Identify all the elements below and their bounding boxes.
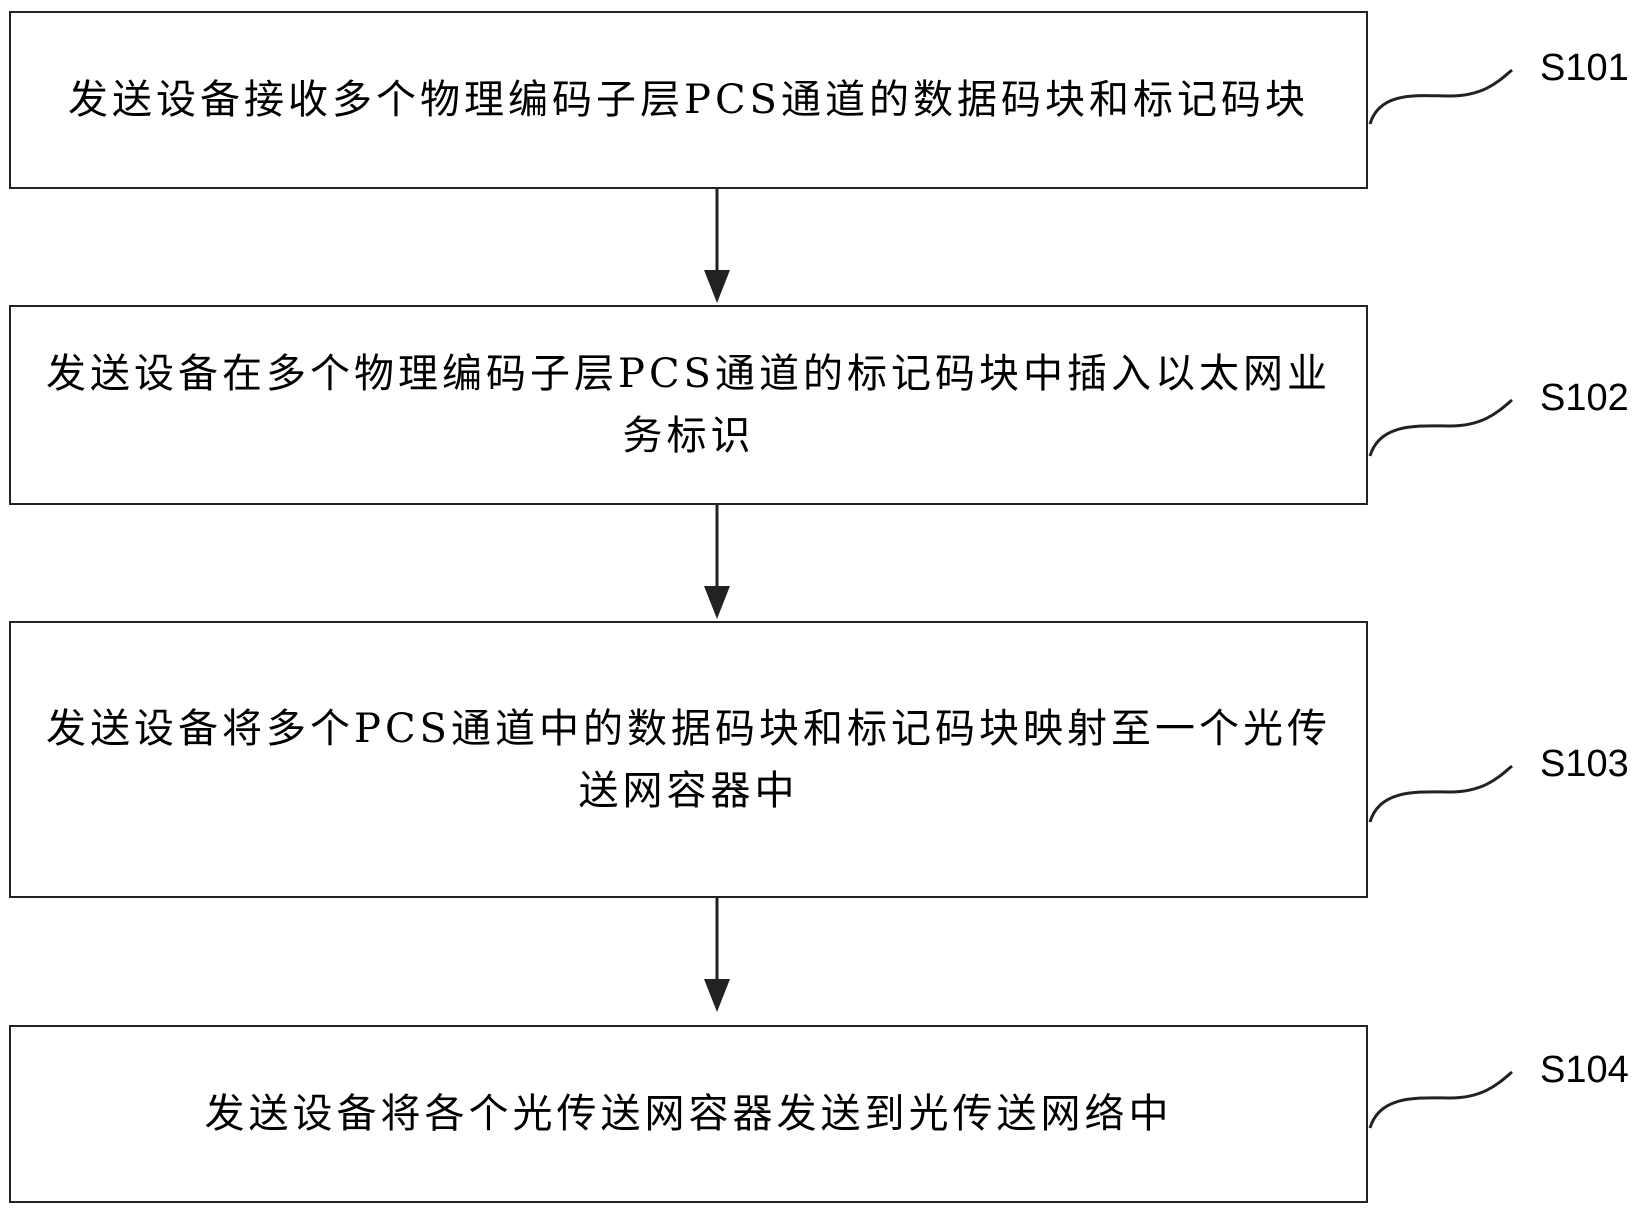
leader-line-s103 [1368, 764, 1513, 823]
leader-line-s104 [1368, 1070, 1513, 1129]
step-label-s103: S103 [1540, 743, 1629, 785]
arrow-s102-s103 [704, 504, 730, 619]
step-box-s102: 发送设备在多个物理编码子层PCS通道的标记码块中插入以太网业务标识 [9, 305, 1368, 505]
step-box-s101: 发送设备接收多个物理编码子层PCS通道的数据码块和标记码块 [9, 11, 1368, 189]
step-label-s104: S104 [1540, 1049, 1629, 1091]
step-text-s103: 发送设备将多个PCS通道中的数据码块和标记码块映射至一个光传送网容器中 [46, 705, 1331, 814]
arrow-s103-s104 [704, 897, 730, 1012]
step-box-s103: 发送设备将多个PCS通道中的数据码块和标记码块映射至一个光传送网容器中 [9, 621, 1368, 898]
step-text-s101: 发送设备接收多个物理编码子层PCS通道的数据码块和标记码块 [68, 77, 1309, 123]
step-text-s104: 发送设备将各个光传送网容器发送到光传送网络中 [204, 1091, 1173, 1137]
arrow-s101-s102 [704, 188, 730, 303]
step-label-s101: S101 [1540, 47, 1629, 89]
leader-line-s101 [1368, 68, 1513, 125]
step-text-s102: 发送设备在多个物理编码子层PCS通道的标记码块中插入以太网业务标识 [46, 351, 1331, 459]
step-label-s102: S102 [1540, 377, 1629, 419]
leader-line-s102 [1368, 398, 1513, 457]
step-box-s104: 发送设备将各个光传送网容器发送到光传送网络中 [9, 1025, 1368, 1203]
